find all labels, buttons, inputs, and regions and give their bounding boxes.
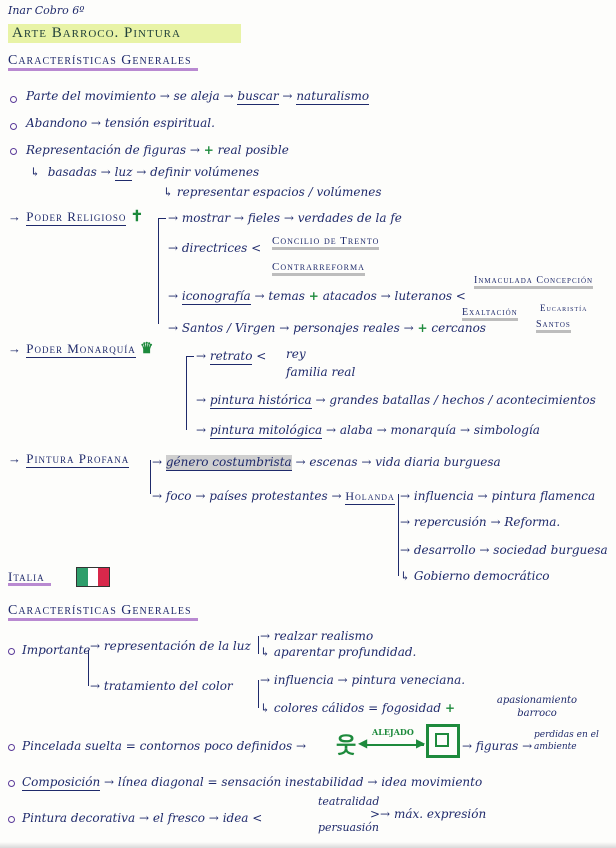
monarquia-row-1: → retrato < (196, 349, 267, 365)
holanda-item-2: → repercusión → Reforma. (400, 515, 561, 529)
bracket-religioso (158, 218, 160, 324)
influencia-veneciana: → influencia → pintura veneciana. (260, 673, 466, 687)
aparentar-profundidad: ↳ aparentar profundidad. (260, 645, 417, 659)
bullet-dot (10, 123, 17, 130)
concilio-trento: Concilio de Trento (272, 236, 380, 250)
italy-flag-icon (76, 567, 110, 587)
apasionamiento-barroco: apasionamiento barroco (496, 695, 578, 719)
crown-icon: ♛ (140, 341, 155, 357)
section-title-italia: Características Generales (8, 604, 198, 621)
rey: rey (286, 347, 306, 361)
general-bullet-3-sub: ↳ basadas → luz → definir volúmenes (30, 165, 260, 181)
poder-religioso-heading: → Poder Religioso ✝ (8, 209, 145, 226)
holanda-item-3: → desarrollo → sociedad burguesa (400, 543, 608, 557)
santos: Santos (536, 320, 571, 333)
page-title: Arte Barroco. Pintura (8, 24, 241, 43)
perdidas-en-el-ambiente: perdidas en el ambiente (534, 730, 599, 752)
exaltacion: Exaltación (462, 308, 518, 321)
italia-heading: Italia (8, 570, 51, 586)
profana-row-1: → género costumbrista → escenas → vida d… (152, 455, 501, 471)
importante-row-2: → tratamiento del color (90, 679, 233, 693)
general-bullet-3: Representación de figuras → + real posib… (26, 143, 289, 157)
alejado-label: ALEJADO (372, 727, 414, 737)
monarquia-row-3: → pintura mitológica → alaba → monarquía… (196, 423, 540, 439)
plus-icon: + (203, 143, 214, 157)
general-bullet-2: Abandono → tensión espiritual. (26, 116, 215, 130)
general-bullet-1: Parte del movimiento → se aleja → buscar… (26, 89, 370, 105)
section-title-general: Características Generales (8, 54, 198, 71)
bullet-dot (10, 148, 17, 155)
author-line: Inar Cobro 6º (8, 4, 85, 17)
eucaristia: Eucaristía (540, 303, 588, 313)
religioso-row-1: → mostrar → fieles → verdades de la fe (168, 211, 402, 225)
framed-painting-icon (426, 724, 460, 758)
pincelada-row: Pincelada suelta = contornos poco defini… (22, 739, 306, 753)
inmaculada-concepcion: Inmaculada Concepción (474, 276, 594, 289)
bullet-dot (8, 648, 15, 655)
bullet-dot (8, 744, 15, 751)
realzar-realismo: → realzar realismo (260, 629, 374, 643)
figuras-perdidas: → figuras → (462, 739, 533, 753)
colores-calidos: ↳ colores cálidos = fogosidad + (260, 701, 456, 715)
bracket-holanda (398, 494, 400, 576)
religioso-row-2: → directrices < (168, 241, 262, 255)
holanda-item-4: ↳ Gobierno democrático (400, 569, 550, 583)
persuasion: persuasión (318, 821, 379, 834)
teatralidad: teatralidad (318, 795, 380, 808)
poder-monarquia-heading: → Poder Monarquía ♛ (8, 341, 155, 358)
religioso-row-3: → iconografía → temas + atacados → luter… (168, 289, 466, 305)
person-figure-icon: 웃 (336, 733, 357, 759)
cross-icon: ✝ (130, 209, 145, 225)
importante-label: Importante (22, 643, 91, 657)
holanda-item-1: → influencia → pintura flamenca (400, 489, 596, 503)
composicion-row: Composición → línea diagonal = sensación… (22, 775, 483, 791)
bullet-dot (10, 96, 17, 103)
profana-row-2: → foco → países protestantes → Holanda (152, 489, 395, 505)
familia-real: familia real (286, 365, 356, 379)
importante-row-1: → representación de la luz (90, 639, 251, 653)
pintura-profana-heading: → Pintura Profana (8, 451, 130, 468)
page-bottom-edge (0, 842, 616, 848)
monarquia-row-2: → pintura histórica → grandes batallas /… (196, 393, 596, 409)
contrarreforma: Contrarreforma (272, 262, 365, 276)
decorativa-row: Pintura decorativa → el fresco → idea < (22, 811, 263, 825)
bullet-dot (8, 780, 15, 787)
general-bullet-3-sub2: ↳ representar espacios / volúmenes (163, 185, 382, 199)
religioso-row-4: → Santos / Virgen → personajes reales → … (168, 321, 486, 335)
max-expresion: >→ máx. expresión (370, 807, 487, 821)
double-arrow-icon (362, 744, 424, 746)
bracket-profana (150, 460, 152, 494)
bullet-dot (8, 816, 15, 823)
bracket-monarquia (186, 356, 188, 430)
